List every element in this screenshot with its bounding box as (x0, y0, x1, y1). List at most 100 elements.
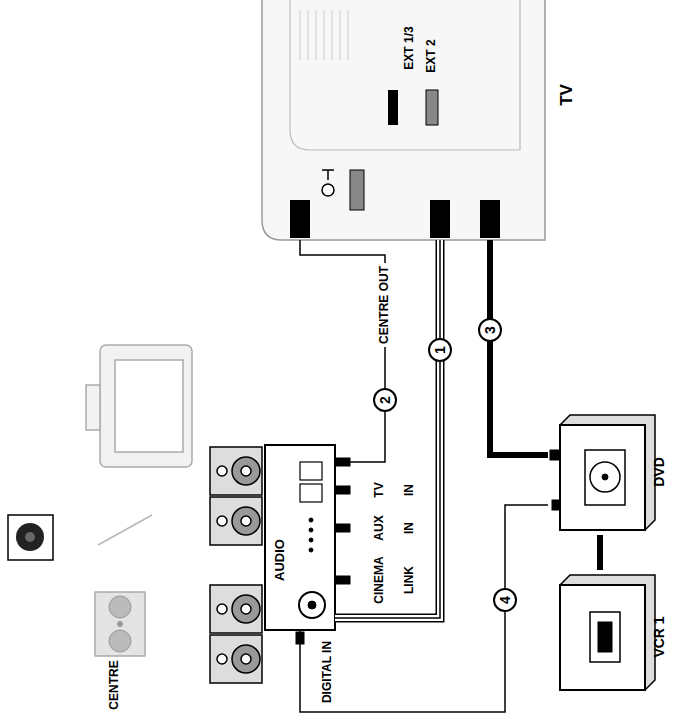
vcr: VCR 1 (548, 570, 670, 700)
subwoofer-hub (25, 532, 35, 542)
cable (300, 505, 548, 712)
speaker-box (210, 635, 262, 683)
tv-hatching (300, 10, 348, 60)
speaker-cone (109, 596, 131, 618)
display-window (300, 462, 322, 480)
speaker-cone (232, 645, 260, 673)
digital-plug (552, 500, 560, 510)
subwoofer (8, 515, 53, 560)
connector-label: IN (403, 484, 416, 496)
cable (600, 535, 601, 570)
scart-socket (350, 170, 364, 210)
tv-panel-line (290, 0, 520, 150)
speaker (210, 585, 262, 633)
button-dot (309, 538, 313, 542)
monitor (86, 345, 192, 467)
cable (300, 240, 385, 462)
dvd-body (560, 425, 645, 530)
separator-line (98, 515, 152, 545)
display-window (300, 484, 322, 502)
callout-number: 2 (373, 388, 397, 412)
speaker-tweeter (217, 516, 227, 526)
speaker-tweeter (217, 654, 227, 664)
speaker-hub (241, 466, 251, 476)
callout-number: 3 (478, 318, 502, 342)
connector-label: EXT 1/3 (403, 26, 416, 69)
button-dot (309, 528, 313, 532)
dvd-player (550, 415, 655, 530)
monitor-body (100, 345, 192, 467)
cassette-slot (590, 612, 620, 662)
speaker-hub (241, 604, 251, 614)
device-label: CENTRE (108, 660, 121, 709)
vcr (560, 575, 655, 690)
tv-set: TV (262, 0, 582, 240)
connector-label: IN (403, 522, 416, 534)
device-label: AUDIO (273, 539, 287, 581)
vcr-body (560, 585, 645, 690)
speaker-tweeter (217, 604, 227, 614)
audio-amplifier: AUDIO (265, 445, 335, 630)
volume-knob (299, 592, 325, 618)
device-label: VCR 1 (652, 616, 667, 657)
monitor-screen (115, 360, 183, 452)
button-dot (309, 548, 313, 552)
cable-gap (335, 240, 440, 618)
vcr-side (560, 575, 655, 690)
cable-outer (335, 240, 440, 618)
speaker-tweeter (117, 621, 123, 627)
disc-tray (585, 450, 625, 505)
audio-cable (300, 240, 385, 462)
subwoofer-cone (16, 523, 44, 551)
cable (490, 240, 548, 455)
scart-socket (426, 90, 438, 125)
speaker-box (95, 592, 145, 656)
scart-cable (490, 240, 548, 455)
amplifier-body (265, 445, 335, 630)
callout-number: 1 (428, 338, 452, 362)
connector-plug (430, 200, 450, 238)
speaker-cone (109, 630, 131, 652)
scart-plug (480, 200, 500, 238)
device-label: DVD (652, 457, 667, 487)
subwoofer-box (8, 515, 53, 560)
speaker-box (210, 585, 262, 633)
tv-outline (262, 0, 545, 240)
disc-hub (602, 474, 608, 480)
connector-label: EXT 2 (425, 39, 438, 72)
centre-speaker: CENTRE (90, 585, 150, 720)
speaker-tweeter (217, 466, 227, 476)
connector-label: TV (373, 482, 386, 497)
scart-socket (388, 90, 398, 125)
dvd-player: DVD (548, 410, 670, 535)
tv-back (262, 0, 545, 240)
connector-label: DIGITAL IN (321, 641, 334, 703)
speaker-hub (241, 516, 251, 526)
scart-cable (597, 535, 603, 570)
connector-label: AUX (373, 515, 386, 540)
speakers (210, 447, 262, 683)
antenna-symbol (322, 170, 334, 180)
dvd-side (560, 415, 655, 530)
centre-speaker (95, 592, 145, 656)
connector-label: CENTRE OUT (377, 263, 392, 347)
callout-number: 4 (493, 588, 517, 612)
speaker (210, 635, 262, 683)
antenna-socket (322, 184, 334, 196)
speaker-box (210, 497, 262, 545)
cable (335, 240, 440, 618)
connector-plug (290, 200, 310, 238)
connector-label: LINK (403, 566, 416, 594)
knob-centre (308, 601, 316, 609)
speaker-cone (232, 595, 260, 623)
button-dot (309, 518, 313, 522)
speaker-hub (241, 654, 251, 664)
speaker-cone (232, 507, 260, 535)
scart-plug (550, 450, 560, 460)
cable-core (335, 240, 440, 618)
connector-label: CINEMA (373, 556, 386, 603)
speaker (210, 447, 262, 495)
